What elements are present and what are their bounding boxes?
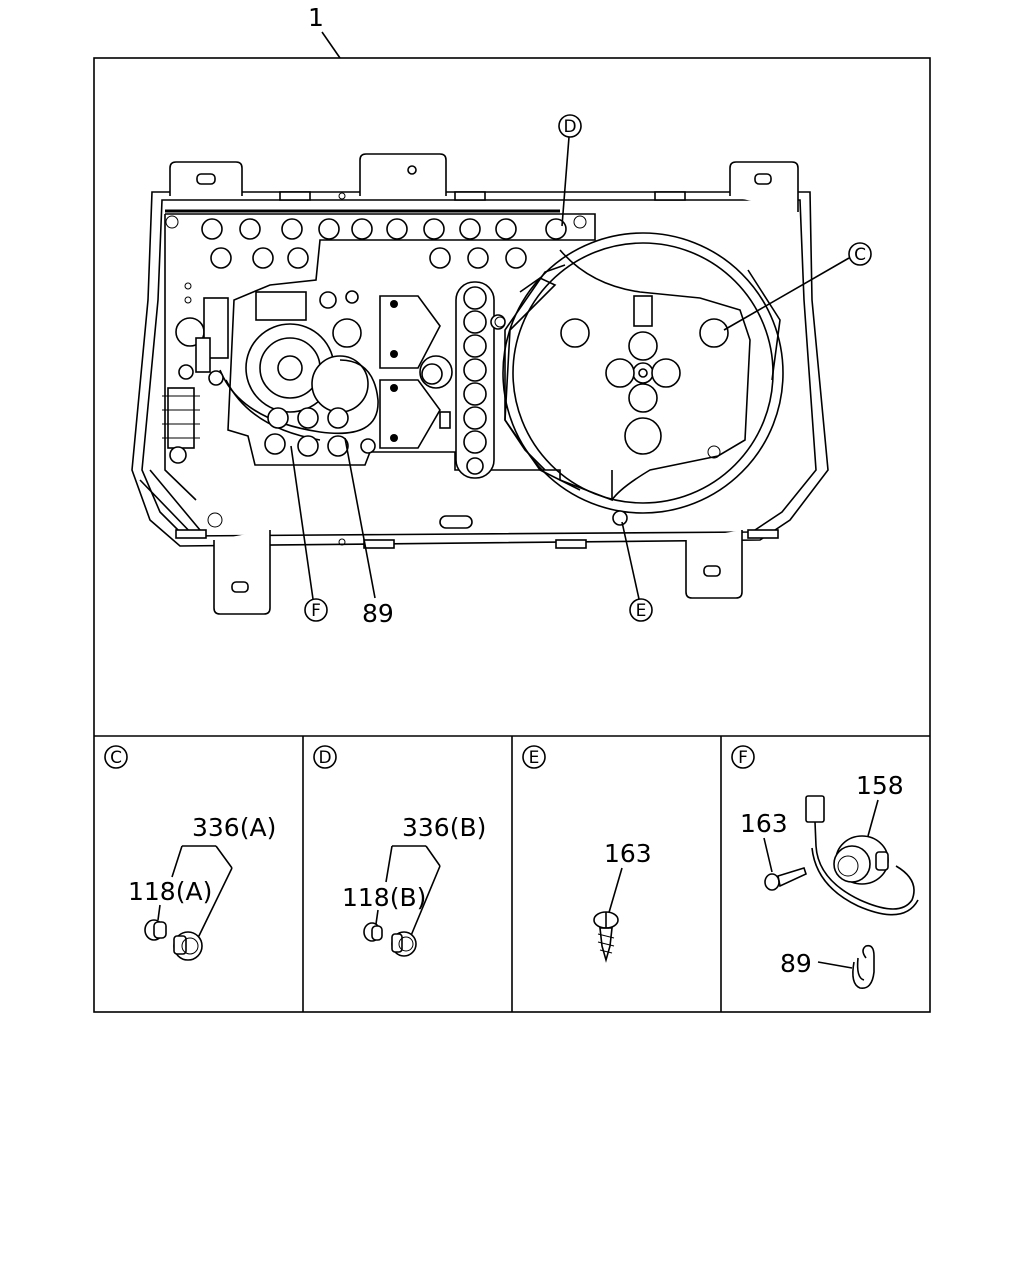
panel-C-label-118: 118(A)	[128, 877, 212, 906]
detail-panel-D: D 336(B) 118(B)	[313, 745, 486, 957]
callout-D: D	[558, 114, 582, 227]
detail-panel-E: E 163	[522, 745, 652, 963]
callout-F: F	[290, 445, 328, 622]
panel-F-letter: F	[738, 748, 748, 768]
callout-89-label: 89	[362, 599, 394, 628]
main-callout-label: 1	[308, 3, 324, 32]
panel-E-letter: E	[529, 748, 540, 768]
callout-89: 89	[344, 437, 394, 628]
panel-C-label-336: 336(A)	[192, 813, 276, 842]
panel-F-label-158: 158	[856, 771, 904, 800]
panel-D-label-118: 118(B)	[342, 883, 426, 912]
panel-F-label-163: 163	[740, 809, 788, 838]
panel-C-letter: C	[110, 748, 122, 768]
callout-F-letter: F	[311, 601, 321, 621]
callout-E-letter: E	[636, 601, 647, 621]
detail-panel-F: F 158 163 89	[731, 745, 919, 989]
panel-F-label-89: 89	[780, 949, 812, 978]
panel-D-letter: D	[318, 748, 331, 768]
callout-C: C	[723, 242, 872, 331]
callout-E: E	[621, 521, 653, 622]
indicator-lamps	[165, 215, 587, 269]
main-callout-leader	[321, 31, 341, 59]
detail-panel-C: C 336(A) 118(A)	[104, 745, 276, 961]
callout-C-letter: C	[854, 245, 866, 265]
panel-D-label-336: 336(B)	[402, 813, 486, 842]
panel-E-label-163: 163	[604, 839, 652, 868]
callout-D-letter: D	[563, 117, 576, 137]
instrument-cluster	[131, 153, 829, 615]
